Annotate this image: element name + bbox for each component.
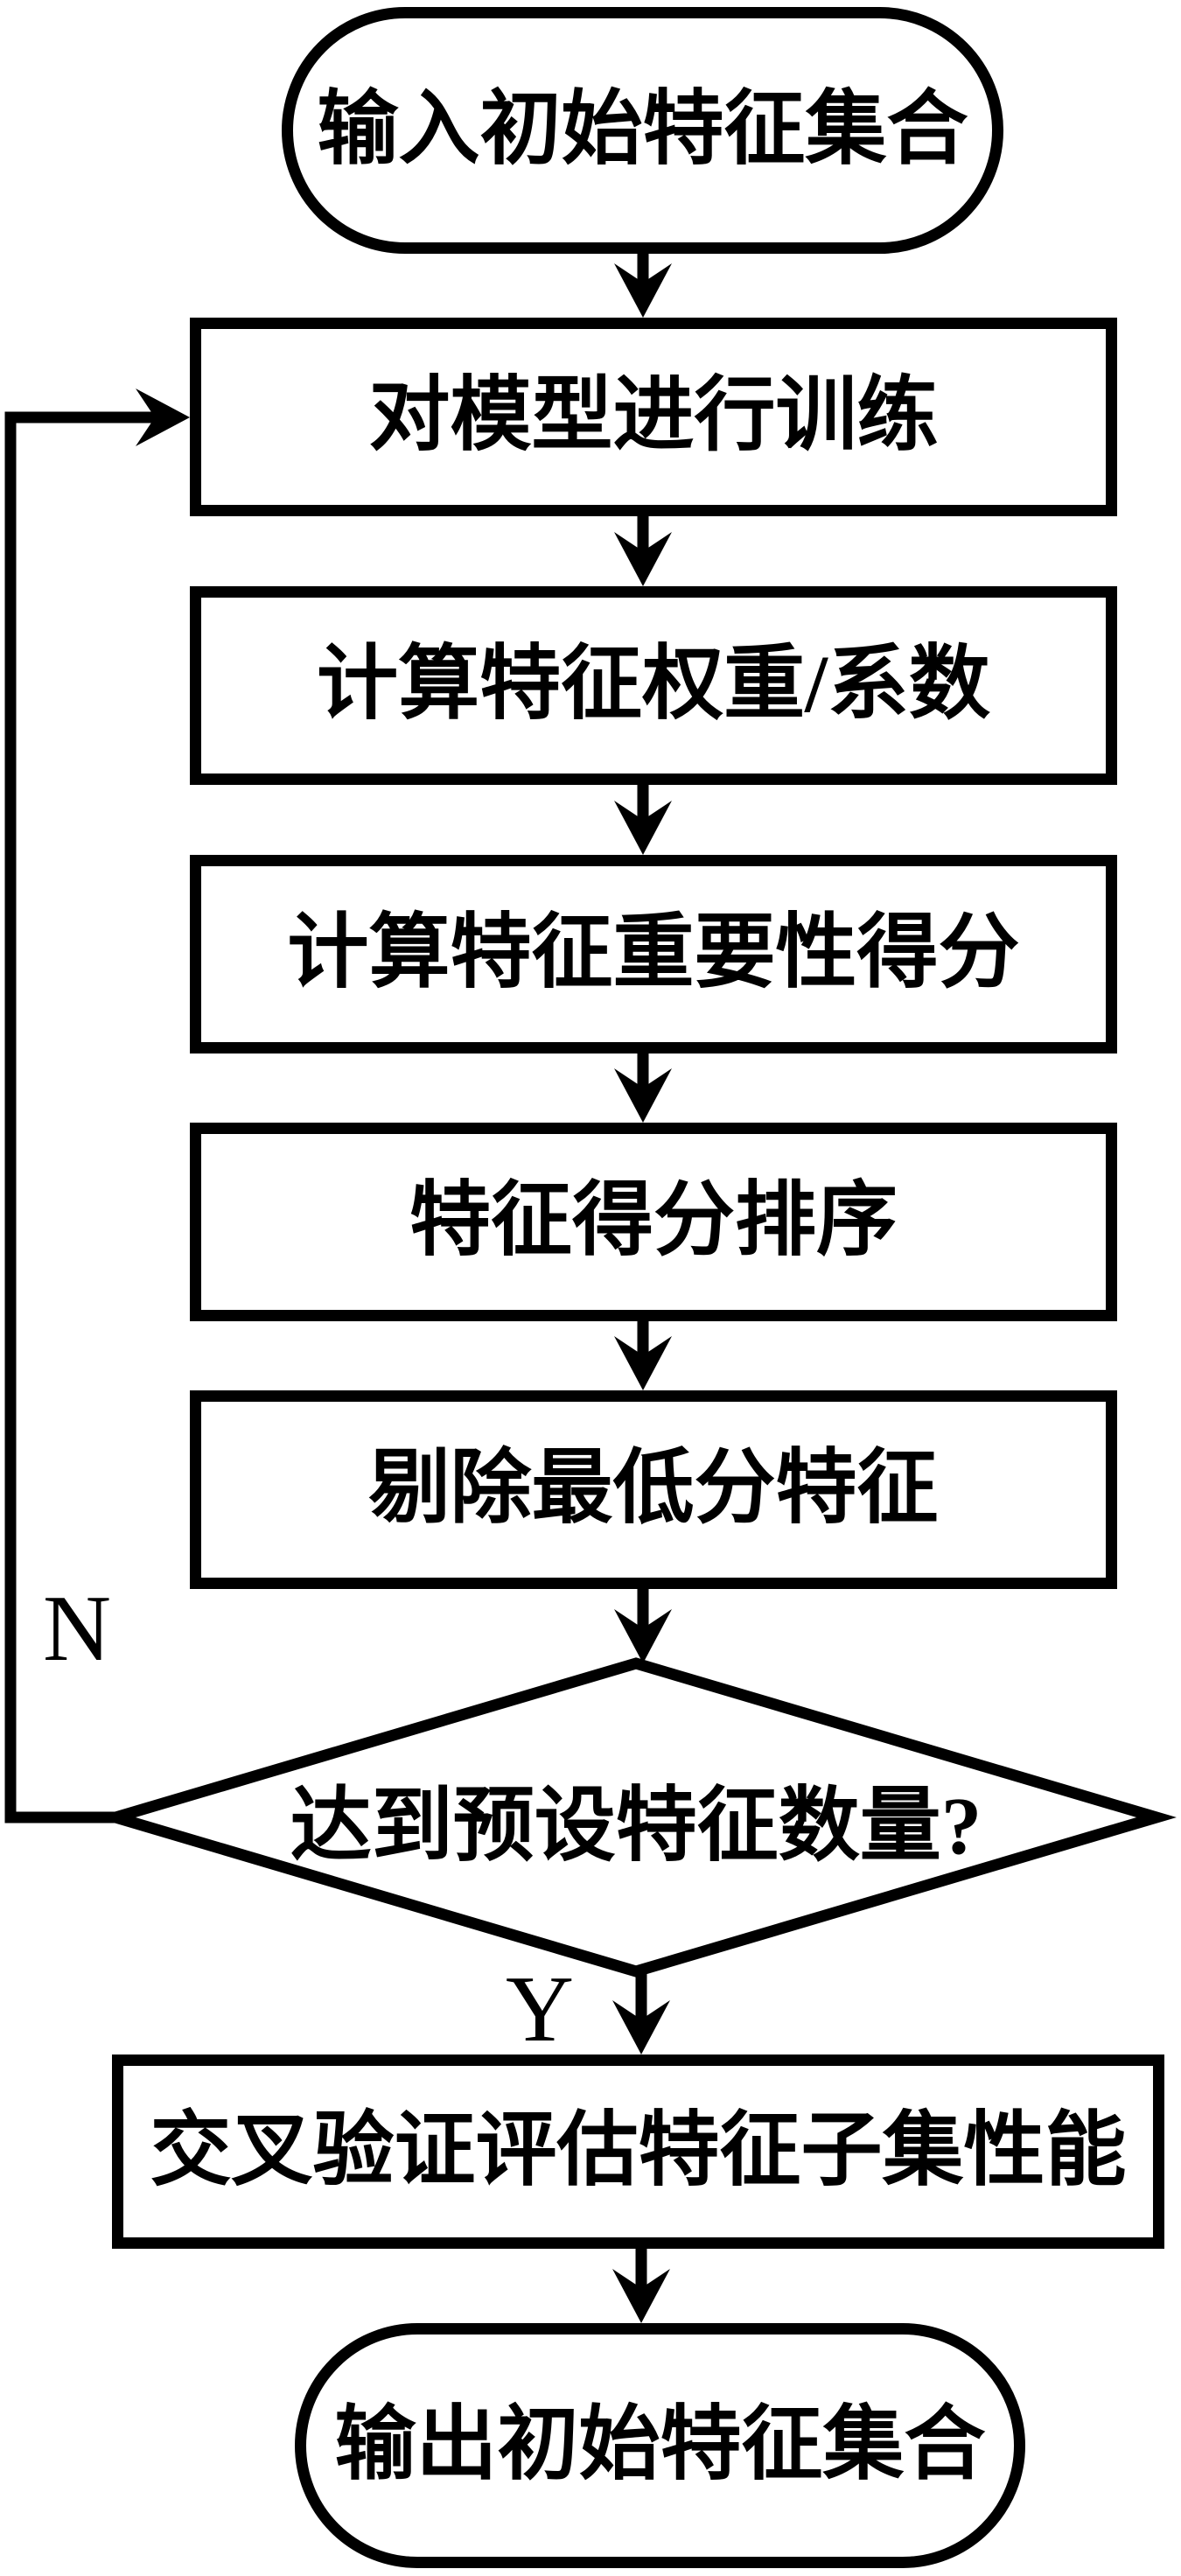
node-sort-scores: 特征得分排序 <box>190 1123 1117 1321</box>
branch-label-yes: Y <box>506 1957 574 2062</box>
arrowhead-down-icon <box>612 2000 670 2054</box>
node-train-model-label: 对模型进行训练 <box>368 371 939 462</box>
arrowhead-down-icon <box>614 1336 672 1390</box>
node-train-model: 对模型进行训练 <box>190 318 1117 516</box>
arrowhead-down-icon <box>612 2269 670 2323</box>
node-end-label: 输出初始特征集合 <box>334 2399 986 2490</box>
node-sort-scores-label: 特征得分排序 <box>409 1176 898 1267</box>
arrowhead-down-icon <box>614 263 672 318</box>
arrowhead-down-icon <box>614 801 672 855</box>
node-decision-label: 达到预设特征数量? <box>290 1781 982 1872</box>
arrowhead-down-icon <box>614 1068 672 1123</box>
node-decision: 达到预设特征数量? <box>199 1730 1073 1905</box>
arrowhead-down-icon <box>614 1609 672 1663</box>
node-start-label: 输入初始特征集合 <box>317 84 968 175</box>
node-compute-weights-label: 计算特征权重/系数 <box>317 640 990 731</box>
node-compute-importance: 计算特征重要性得分 <box>190 855 1117 1054</box>
node-remove-lowest: 剔除最低分特征 <box>190 1390 1117 1589</box>
node-remove-lowest-label: 剔除最低分特征 <box>368 1444 939 1535</box>
node-compute-importance-label: 计算特征重要性得分 <box>287 908 1020 999</box>
node-start: 输入初始特征集合 <box>282 7 1003 254</box>
node-cross-validate: 交叉验证评估特征子集性能 <box>112 2054 1164 2249</box>
arrowhead-down-icon <box>614 532 672 586</box>
node-end: 输出初始特征集合 <box>295 2323 1025 2568</box>
branch-label-no: N <box>43 1577 111 1681</box>
node-compute-weights: 计算特征权重/系数 <box>190 586 1117 785</box>
node-cross-validate-label: 交叉验证评估特征子集性能 <box>150 2105 1127 2196</box>
arrowhead-right-icon <box>136 388 190 446</box>
